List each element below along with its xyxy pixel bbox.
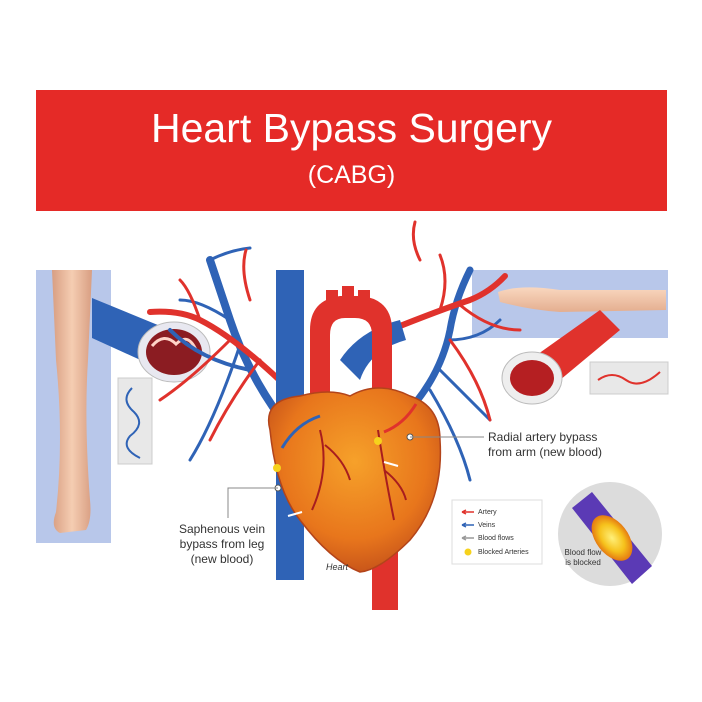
red-arrow-icon bbox=[461, 509, 474, 515]
blocked-dot-2 bbox=[374, 437, 382, 445]
legend-blocked: Blocked Arteries bbox=[478, 549, 529, 556]
saphenous-graft bbox=[280, 414, 321, 449]
artery-branches bbox=[147, 220, 522, 442]
radial-artery-inset bbox=[589, 361, 669, 395]
legend-veins: Veins bbox=[478, 522, 496, 529]
blocked-dot-1 bbox=[273, 464, 281, 472]
radial-graft bbox=[383, 403, 418, 434]
page-title: Heart Bypass Surgery bbox=[150, 105, 553, 151]
artery-cross-section bbox=[501, 310, 620, 405]
radial-label: Radial artery bypass from arm (new blood… bbox=[488, 430, 603, 459]
blocked-label: Blood flow is blocked bbox=[564, 548, 602, 567]
saph-leader-line bbox=[227, 487, 278, 518]
blocked-artery-circle bbox=[558, 482, 662, 586]
leg-shape bbox=[52, 270, 92, 533]
arm-panel bbox=[472, 270, 668, 338]
legend-blood-flows: Blood flows bbox=[478, 535, 514, 542]
heart-label: Heart bbox=[326, 562, 349, 572]
yellow-dot-icon bbox=[464, 548, 472, 556]
title-banner: Heart Bypass Surgery (CABG) bbox=[36, 90, 667, 211]
flow-arrow-2 bbox=[383, 461, 399, 467]
aorta-arch bbox=[310, 296, 392, 430]
heart-shape bbox=[267, 387, 442, 573]
saphenous-label: Saphenous vein bypass from leg (new bloo… bbox=[178, 522, 266, 566]
page-subtitle: (CABG) bbox=[307, 161, 396, 189]
blue-arrow-icon bbox=[461, 522, 474, 528]
legend-artery: Artery bbox=[478, 509, 497, 516]
vein-cross-section bbox=[92, 298, 211, 383]
saphenous-vein-inset bbox=[117, 377, 153, 465]
arm-shape bbox=[498, 287, 666, 312]
flow-arrow-1 bbox=[287, 511, 303, 517]
white-arrow-icon bbox=[461, 535, 474, 541]
